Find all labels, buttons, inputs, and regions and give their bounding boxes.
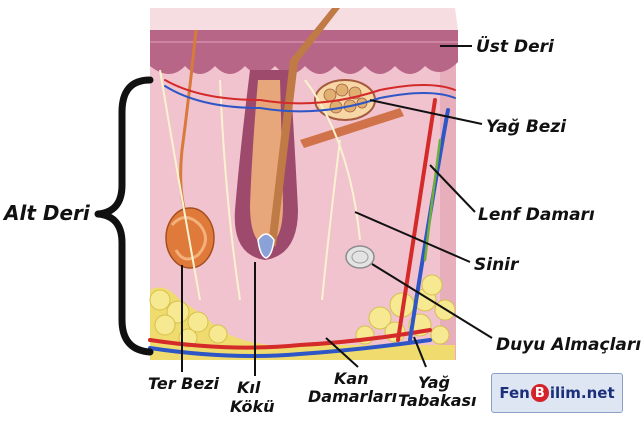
watermark-part1: Fen [499,384,530,402]
label-yag-bezi: Yağ Bezi [486,117,567,137]
label-lenf-damari: Lenf Damarı [478,205,595,225]
label-kil-koku-line1: Kıl [237,378,261,397]
sensory-receptor [346,246,374,268]
fenbilim-watermark: Fen B ilim.net [491,373,623,413]
label-alt-deri: Alt Deri [2,201,91,225]
skin-surface-top [150,8,458,30]
label-yag-tabakasi-line1: Yağ [418,373,450,392]
watermark-logo-b: B [531,384,549,402]
alt-deri-brace [98,80,150,352]
label-yag-tabakasi-line2: Tabakası [398,391,477,410]
label-duyu-almaclari: Duyu Almaçları [496,335,641,355]
watermark-part3: ilim.net [550,384,615,402]
label-kil-koku-line2: Kökü [230,397,275,416]
label-kan-damarlari-line2: Damarları [308,387,398,406]
label-ter-bezi: Ter Bezi [148,374,220,393]
label-kan-damarlari-line1: Kan [334,369,369,388]
label-ust-deri: Üst Deri [476,35,555,57]
label-sinir: Sinir [474,255,520,275]
